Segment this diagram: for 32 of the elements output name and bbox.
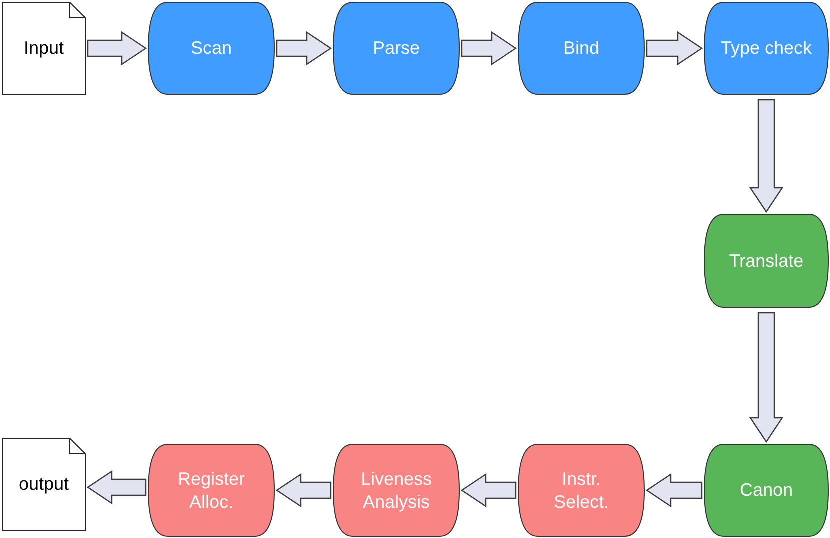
node-label: Instr. Select. (552, 468, 610, 514)
process-node (518, 2, 645, 95)
node-label: Register Alloc. (176, 468, 246, 514)
block-arrow (276, 473, 332, 508)
node-label: output (18, 473, 70, 496)
process-node (148, 444, 275, 537)
block-arrow (749, 99, 784, 214)
block-arrow (646, 31, 704, 66)
node-label: Type check (720, 37, 812, 60)
node-label: Translate (729, 250, 804, 272)
block-arrow (460, 473, 517, 508)
node-label: Input (24, 37, 64, 60)
block-arrow (461, 31, 518, 66)
process-node (148, 2, 275, 95)
node-label: Liveness Analysis (360, 468, 434, 514)
process-node (333, 444, 460, 537)
document-shape (2, 438, 86, 531)
node-label: Canon (740, 479, 794, 502)
node-label: Bind (563, 37, 600, 60)
block-arrow (276, 31, 332, 66)
process-node (704, 444, 829, 537)
process-node (704, 2, 829, 95)
process-node (333, 2, 460, 95)
process-node (704, 214, 829, 308)
block-arrow (749, 312, 784, 444)
document-shape (2, 2, 86, 95)
process-node (518, 444, 645, 537)
block-arrow (86, 470, 147, 505)
block-arrow (87, 31, 148, 66)
block-arrow (646, 473, 703, 508)
node-label: Parse (372, 37, 420, 60)
node-label: Scan (190, 37, 232, 60)
